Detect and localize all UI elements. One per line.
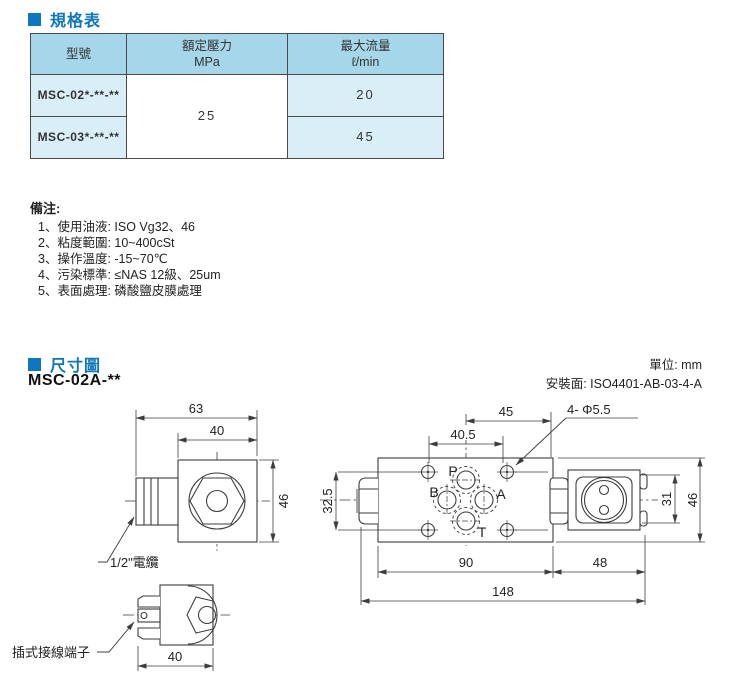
col-header-model: 型號 [31,34,126,74]
terminal-leader-line [97,621,135,653]
front-view-drawing: 63 40 46 1/2"電纜 [98,401,291,570]
port-t: T [450,507,487,540]
dim-63-label: 63 [189,401,203,416]
col-header-pressure-line2: MPa [194,55,220,69]
col-header-flow-line1: 最大流量 [340,38,391,53]
dim-32-5-label: 32.5 [320,488,335,513]
dim-90: 90 [377,546,554,578]
spec-section-title: 規格表 [50,13,102,30]
table-cell-flow-msc03: 45 [288,117,443,158]
dim-31: 31 [642,474,680,524]
dimension-section-header: 尺寸圖 [28,352,101,376]
dim-63: 63 [135,401,258,476]
mounting-holes [418,462,517,540]
cable-leader-line [98,516,135,563]
mounting-hole [497,462,517,482]
col-header-pressure: 額定壓力 MPa [127,34,287,74]
dim-46-top: 46 [556,457,705,543]
mounting-hole [418,462,438,482]
mounting-surface-label: 安裝面: ISO4401-AB-03-4-A [545,377,702,391]
plug-pin-ground-hole [140,611,148,620]
port-p-label: P [448,463,457,479]
hex-nut-right [549,477,569,525]
blue-square-bullet-icon [28,357,41,371]
dim-48: 48 [552,535,646,605]
terminal-label: 插式接線端子 [12,645,90,660]
note-item-5: 5、表面處理: 磷酸鹽皮膜處理 [38,284,202,298]
col-header-model-label: 型號 [65,46,91,61]
dim-45: 45 [465,404,552,457]
holes-callout-label: 4- Φ5.5 [567,402,611,417]
dim-148: 148 [360,527,646,605]
dim-148-label: 148 [492,584,514,599]
holes-callout: 4- Φ5.5 [515,402,638,466]
spec-section-header: 規格表 [28,7,101,31]
spec-table: 型號 額定壓力 MPa 最大流量 ℓ/min MSC-02*-**-** 25 … [30,33,444,159]
table-row-model-msc02: MSC-02*-**-** [31,75,126,116]
connector-pin [598,484,610,496]
plug-pin-bottom [137,627,160,640]
dim-40-plug-label: 40 [168,649,182,664]
note-item-2: 2、粘度範圍: 10~400cSt [38,236,175,250]
table-row-model-msc03: MSC-03*-**-** [31,117,126,158]
note-item-1: 1、使用油液: ISO Vg32、46 [38,220,196,234]
col-header-flow: 最大流量 ℓ/min [288,34,443,74]
port-a-label: A [496,486,506,502]
plug-pin-top [137,595,160,608]
table-cell-flow-msc02: 20 [288,75,443,116]
mounting-hole [418,520,438,540]
model-number-title: MSC-02A-** [28,372,122,389]
drawing-info-block: 單位: mm 安裝面: ISO4401-AB-03-4-A [546,356,702,394]
dim-31-label: 31 [659,492,674,506]
connector-pin [598,504,610,516]
cable-gland [135,477,179,526]
notes-list: 1、使用油液: ISO Vg32、46 2、粘度範圍: 10~400cSt 3、… [38,219,221,299]
dim-40-5: 40.5 [428,427,504,463]
table-cell-pressure-merged: 25 [127,75,287,158]
plug-dome-arc [187,585,218,645]
dim-40-plug: 40 [137,646,214,671]
port-t-label: T [478,524,487,540]
note-item-4: 4、污染標準: ≤NAS 12級、25um [38,268,221,282]
note-item-3: 3、操作溫度: -15~70℃ [38,252,168,266]
plug-center-hole [197,605,217,625]
dim-32-5: 32.5 [320,471,339,531]
dimension-drawings: 63 40 46 1/2"電纜 [12,401,705,671]
port-a: A [470,484,506,516]
dim-90-label: 90 [459,555,473,570]
port-p: P [448,463,482,494]
mounting-hole [497,520,517,540]
port-b-label: B [429,484,438,500]
dim-46-top-label: 46 [685,493,700,507]
port-b: B [429,484,461,516]
top-view-drawing: P B A T [320,402,705,605]
notes-title: 備注: [30,201,61,216]
dim-45-label: 45 [499,404,513,419]
unit-label: 單位: mm [649,358,702,372]
connector-ring-inner [583,479,625,521]
dim-40-front: 40 [177,423,258,458]
plug-view-drawing: 40 插式接線端子 [12,584,230,671]
dim-46-front: 46 [259,459,291,543]
dim-40-front-label: 40 [210,423,224,438]
blue-square-bullet-icon [28,12,41,26]
connector-tab [639,510,648,527]
plug-hex [186,596,214,634]
dim-48-label: 48 [593,555,607,570]
col-header-pressure-line1: 額定壓力 [181,38,232,53]
coil-center-hole [205,489,229,513]
connector-tab [639,473,648,490]
hex-nut-left [358,477,378,525]
dim-46-front-label: 46 [276,494,291,508]
col-header-flow-line2: ℓ/min [351,55,380,69]
cable-label: 1/2"電纜 [110,555,159,570]
dim-40-5-label: 40.5 [450,427,475,442]
dimension-section-title: 尺寸圖 [50,358,102,375]
connector-ring-outer [580,476,628,524]
